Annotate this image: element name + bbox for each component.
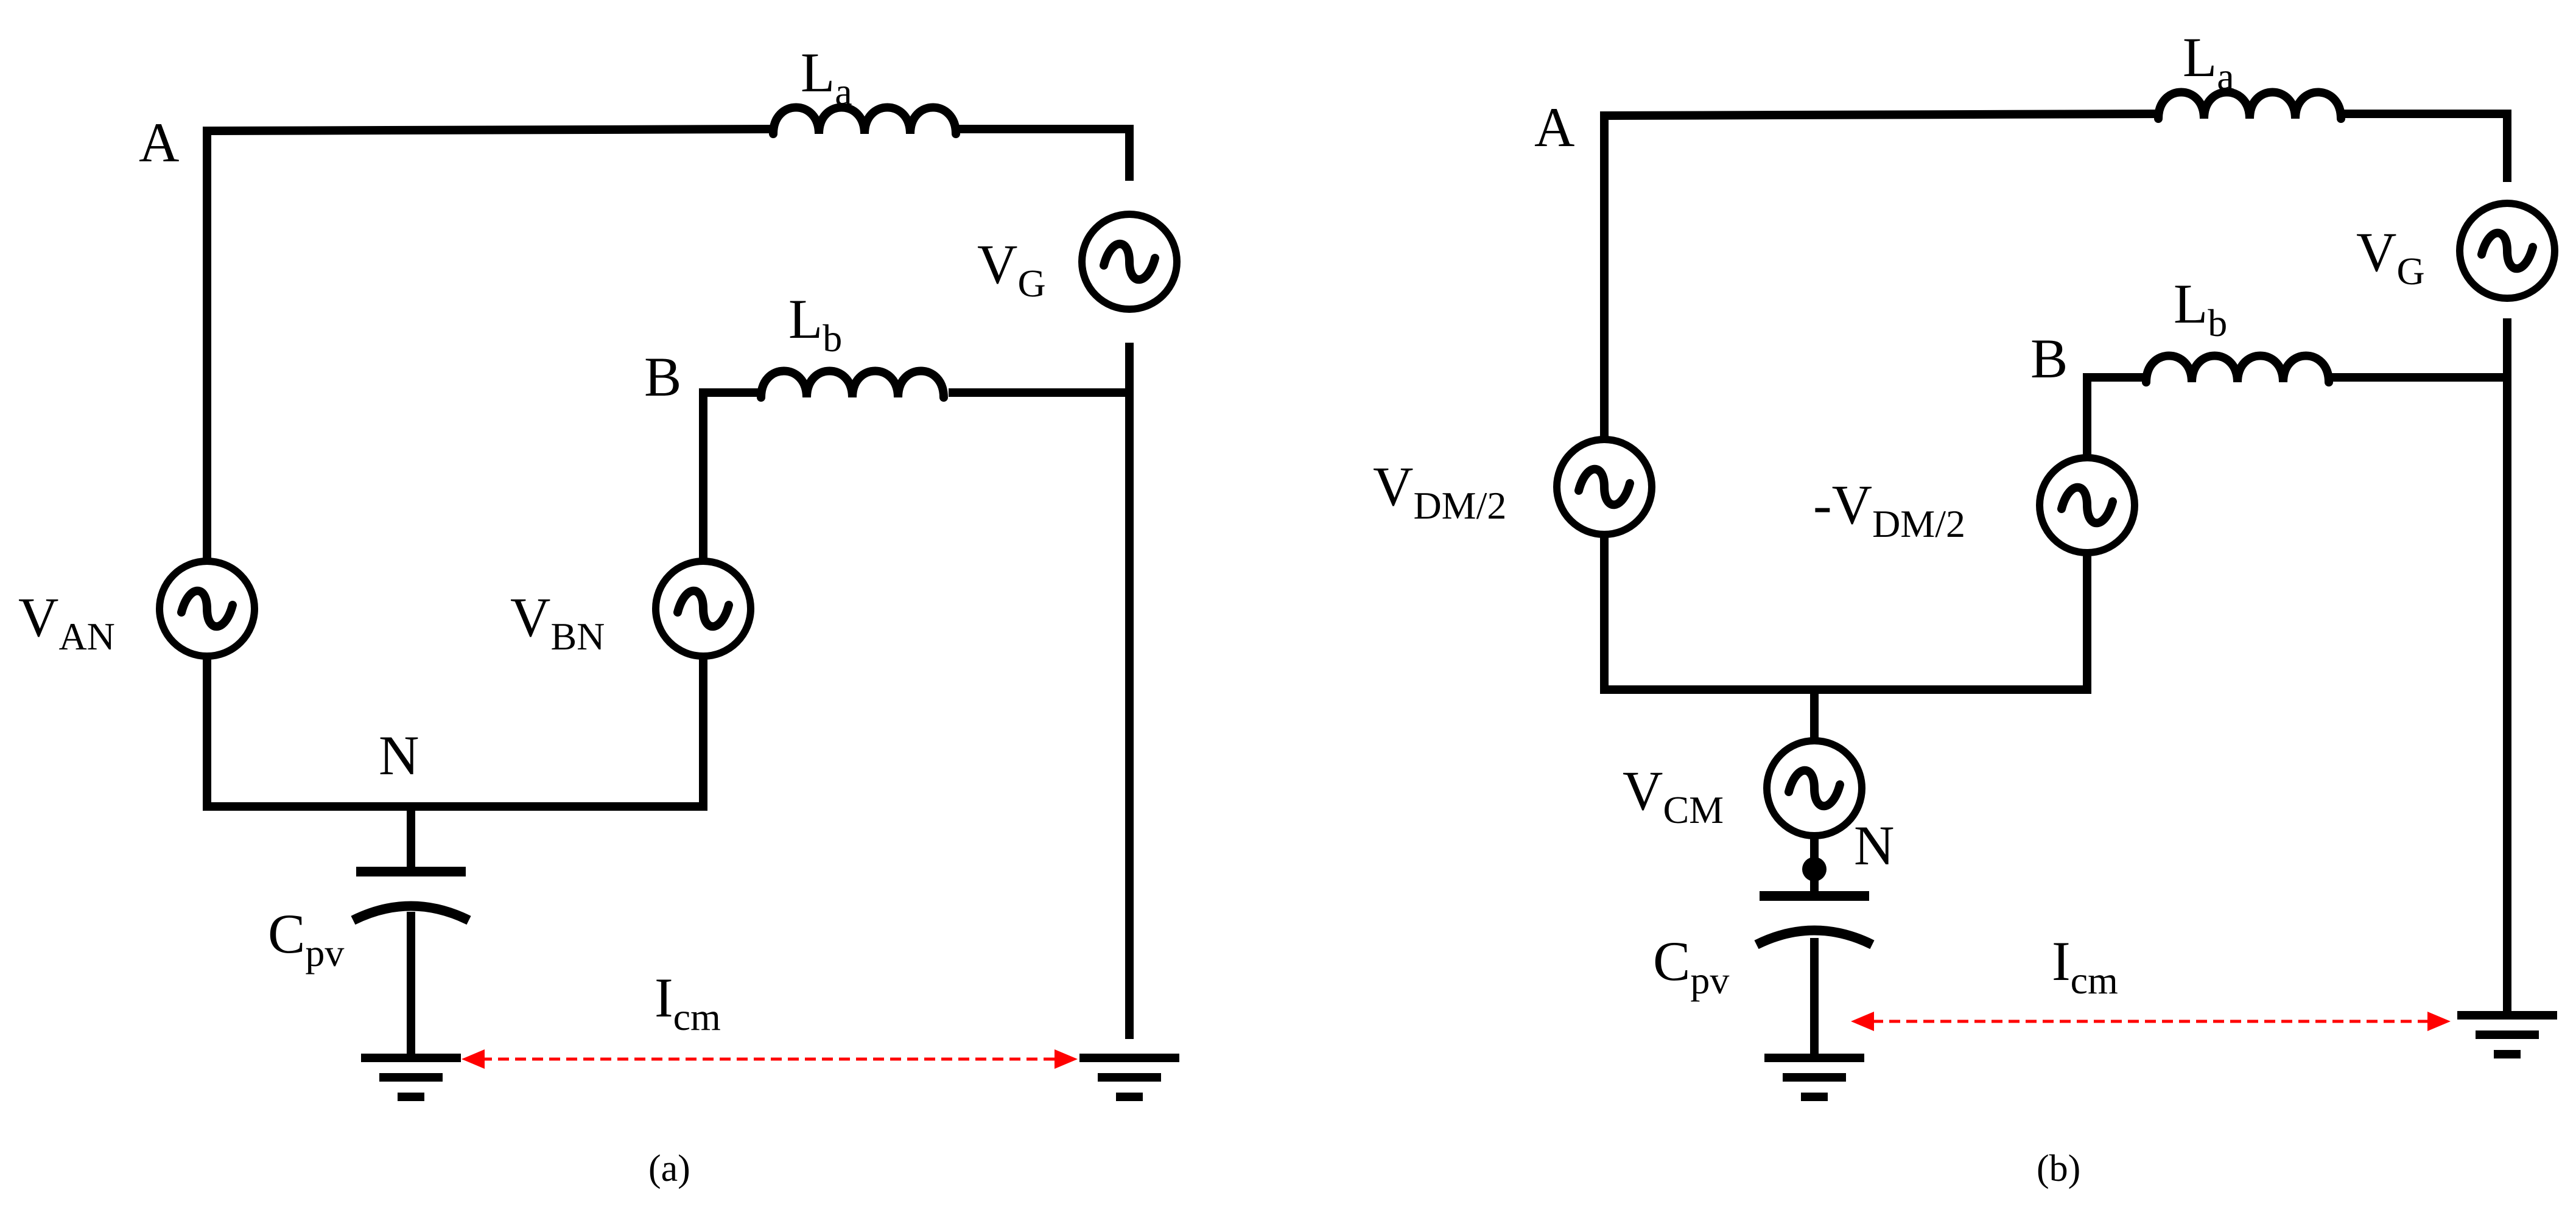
node-label-n: N [379,724,419,786]
inductor-lb-b [2146,356,2329,383]
source-label-vbn: VBN [510,586,605,658]
caption-a: (a) [648,1148,690,1189]
inductor-label-lb: Lb [788,288,842,360]
source-neg-vdm2-b [2040,440,2135,564]
capacitor-cpv-b [1754,891,1875,950]
source-label-van: VAN [18,586,115,658]
ground-left-b [1764,1058,1864,1097]
current-arrow-icm-b [1851,1012,2451,1031]
source-vcm-b [1767,741,1862,836]
capacitor-label-cpv: Cpv [1653,930,1729,1002]
source-label-vdm2: VDM/2 [1373,455,1506,527]
source-vg-a [1082,214,1177,309]
caption-b: (b) [2037,1148,2080,1189]
source-vbn-a [656,507,751,692]
inductor-label-la: La [2183,26,2234,98]
panel-b-wires [1600,109,2511,1060]
source-label-vcm: VCM [1623,760,1724,831]
current-label-icm: Icm [655,967,721,1038]
inductor-lb-a [761,371,944,398]
node-label-b: B [644,346,681,408]
panel-b: A B N La Lb VG VDM/2 -VDM/2 VCM Cpv Icm … [1373,26,2557,1189]
ground-right-a [1079,1058,1179,1097]
node-label-n: N [1854,814,1894,876]
source-label-vg: VG [2356,221,2425,293]
capacitor-label-cpv: Cpv [268,903,344,974]
current-arrow-icm-a [462,1049,1078,1069]
inductor-la-a [773,108,956,135]
source-label-neg-vdm2: -VDM/2 [1813,474,1965,545]
ground-left-a [361,1058,461,1097]
source-vg-b [2460,203,2555,298]
source-label-vg: VG [977,233,1046,305]
capacitor-cpv-a [351,867,471,925]
node-label-a: A [139,111,179,173]
current-label-icm: Icm [2052,930,2118,1002]
source-vdm2-b [1557,425,1652,552]
node-label-a: A [1534,96,1574,158]
node-dot-n-b [1802,857,1827,881]
inductor-label-lb: Lb [2174,273,2227,345]
source-van-a [160,524,254,692]
panel-a: A B N La Lb VG VAN VBN Cpv Icm (a) [18,41,1179,1189]
inductor-la-b [2158,93,2341,119]
node-label-b: B [2030,327,2068,390]
panel-a-wires [203,124,1134,1060]
inductor-label-la: La [801,41,852,113]
ground-right-b [2457,1015,2557,1054]
